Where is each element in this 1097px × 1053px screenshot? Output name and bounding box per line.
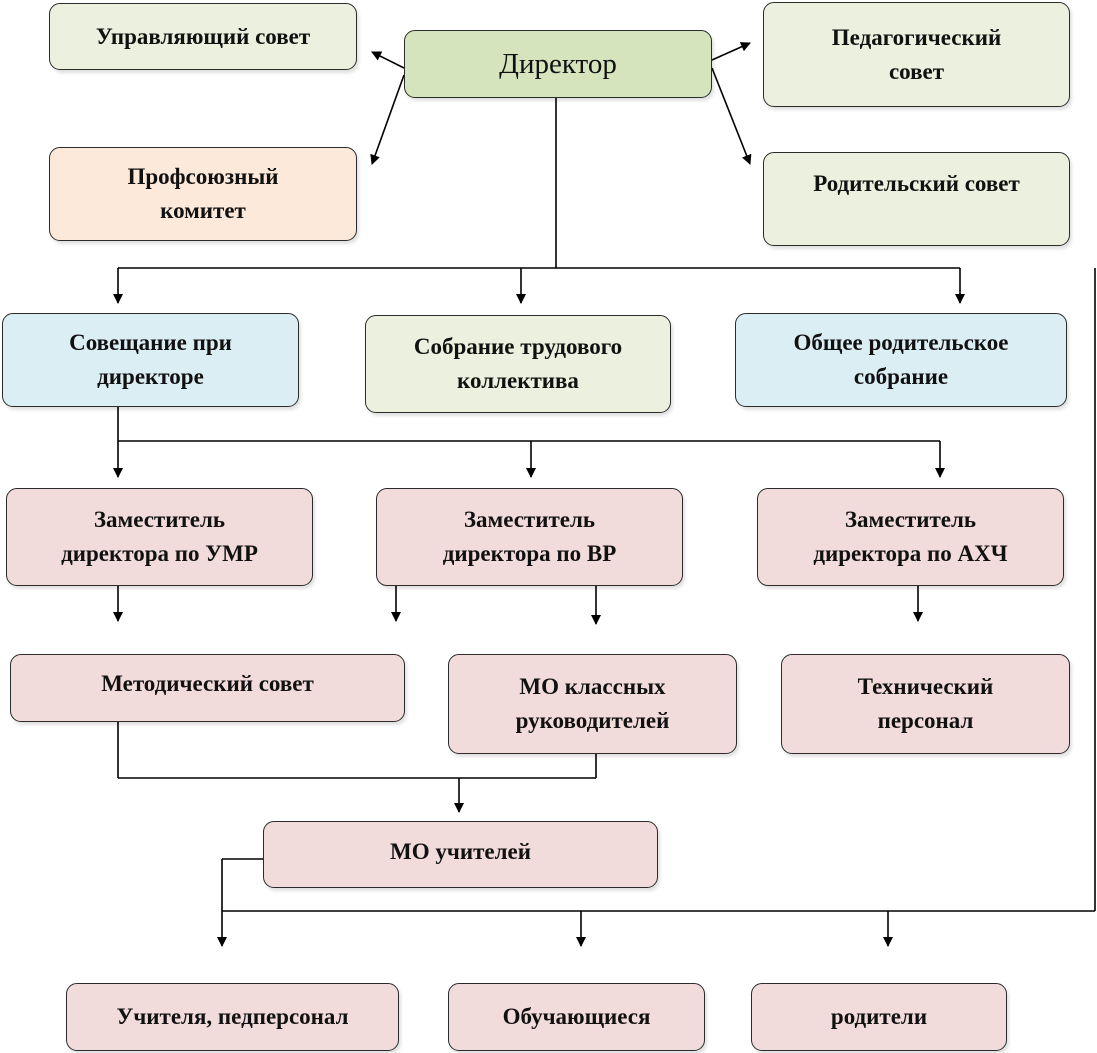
pedagogical-council-label: Педагогический совет — [831, 24, 1002, 84]
trade-union-label: Профсоюзный комитет — [127, 164, 279, 223]
parents-assembly-box: Общее родительское собрание — [735, 313, 1067, 407]
students-label: Обучающиеся — [502, 1004, 651, 1029]
director-meeting-box: Совещание при директоре — [2, 313, 299, 407]
arrow-director-to-pedagogical-council — [711, 42, 751, 61]
deputy-vr-box: Заместитель директора по ВР — [376, 488, 683, 586]
technical-staff-box: Технический персонал — [781, 654, 1070, 754]
arrow-director-to-governing-council — [371, 51, 405, 69]
parents-assembly-label: Общее родительское собрание — [793, 330, 1009, 389]
labor-assembly-box: Собрание трудового коллектива — [365, 315, 671, 413]
governing-council-label: Управляющий совет — [95, 23, 311, 49]
trade-union-box: Профсоюзный комитет — [49, 147, 357, 241]
deputy-ahch-label: Заместитель директора по АХЧ — [813, 507, 1008, 566]
teachers-staff-box: Учителя, педперсонал — [66, 983, 399, 1051]
teachers-staff-label: Учителя, педперсонал — [116, 1004, 349, 1029]
deputy-ahch-box: Заместитель директора по АХЧ — [757, 488, 1064, 586]
deputy-umr-label: Заместитель директора по УМР — [61, 507, 258, 566]
deputy-umr-box: Заместитель директора по УМР — [6, 488, 313, 586]
director-label: Директор — [499, 48, 617, 80]
director-box: Директор — [404, 30, 712, 98]
mo-class-teachers-box: МО классных руководителей — [448, 654, 737, 754]
arrow-director-to-parents-council — [711, 67, 752, 165]
mo-teachers-label: МО учителей — [390, 839, 531, 864]
director-meeting-label: Совещание при директоре — [69, 330, 232, 389]
technical-staff-label: Технический персонал — [857, 674, 994, 733]
methodical-council-label: Методический совет — [101, 671, 314, 696]
arrow-director-to-trade-union — [370, 74, 405, 165]
pedagogical-council-box: Педагогический совет — [763, 2, 1070, 107]
parents-council-label: Родительский совет — [813, 171, 1020, 196]
labor-assembly-label: Собрание трудового коллектива — [413, 334, 623, 393]
parents-council-box: Родительский совет — [763, 152, 1070, 246]
students-box: Обучающиеся — [448, 983, 705, 1051]
methodical-council-box: Методический совет — [10, 654, 405, 722]
parents-label: родители — [830, 1004, 928, 1029]
governing-council-box: Управляющий совет — [49, 3, 357, 70]
mo-teachers-box: МО учителей — [263, 821, 658, 888]
deputy-vr-label: Заместитель директора по ВР — [442, 507, 617, 566]
parents-box: родители — [751, 983, 1007, 1051]
mo-class-teachers-label: МО классных руководителей — [515, 674, 670, 733]
